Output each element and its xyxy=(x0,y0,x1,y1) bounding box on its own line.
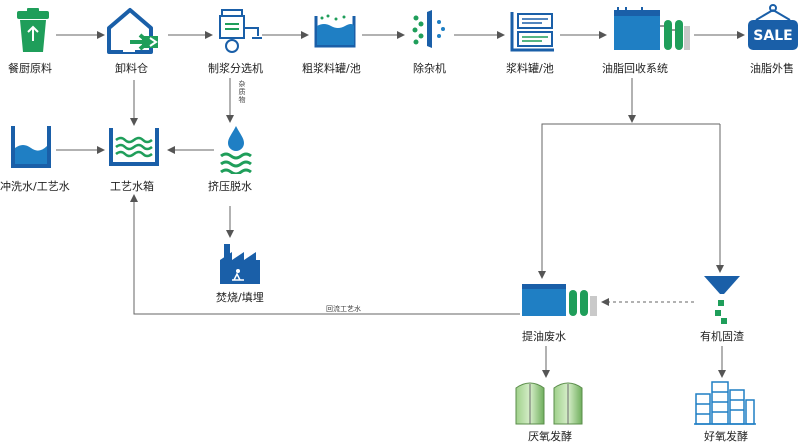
label-incinerate: 焚烧/填埋 xyxy=(216,291,264,304)
wastewater-unit-icon xyxy=(522,284,597,316)
funnel-icon xyxy=(704,276,740,324)
label-impurity-removal: 除杂机 xyxy=(413,62,446,75)
label-rinse-water: 冲洗水/工艺水 xyxy=(0,180,70,193)
trash-bin-icon xyxy=(17,8,49,52)
sale-tag-icon: SALE xyxy=(748,4,798,50)
label-coarse-tank: 粗浆料罐/池 xyxy=(302,62,361,75)
filter-icon xyxy=(412,10,445,48)
label-process-tank: 工艺水箱 xyxy=(110,180,154,193)
label-press-dewater: 挤压脱水 xyxy=(208,180,252,193)
label-unload-bin: 卸料仓 xyxy=(115,62,148,75)
arrow-oil-to-wastewater xyxy=(538,123,720,279)
slurry-tank-icon xyxy=(314,14,356,48)
process-water-tank-icon xyxy=(109,128,159,166)
edge-label-return-water: 回流工艺水 xyxy=(326,305,361,313)
sale-text: SALE xyxy=(753,28,792,44)
digester-tanks-icon xyxy=(515,382,583,425)
dewatering-icon xyxy=(220,126,252,174)
label-oil-wastewater: 提油废水 xyxy=(522,330,566,343)
label-pulping-sorting: 制浆分选机 xyxy=(208,62,263,75)
label-kitchen-raw: 餐厨原料 xyxy=(8,62,52,75)
pulping-machine-icon xyxy=(219,9,262,53)
label-slurry-tank: 浆料罐/池 xyxy=(506,62,554,75)
warehouse-icon xyxy=(107,8,158,54)
water-tank-icon xyxy=(11,126,51,168)
oil-recovery-icon xyxy=(614,7,690,50)
slurry-tank-machine-icon xyxy=(510,12,554,52)
edge-label-impurity: 杂质物 xyxy=(238,80,246,104)
label-aerobic: 好氧发酵 xyxy=(704,430,748,443)
arrow-return-water xyxy=(130,194,520,315)
label-organic-residue: 有机固渣 xyxy=(700,330,744,343)
aerobic-facility-icon xyxy=(694,381,756,425)
label-oil-recovery: 油脂回收系统 xyxy=(602,62,668,75)
label-oil-sale: 油脂外售 xyxy=(750,62,794,75)
factory-icon xyxy=(220,244,260,284)
label-anaerobic: 厌氧发酵 xyxy=(528,430,572,443)
